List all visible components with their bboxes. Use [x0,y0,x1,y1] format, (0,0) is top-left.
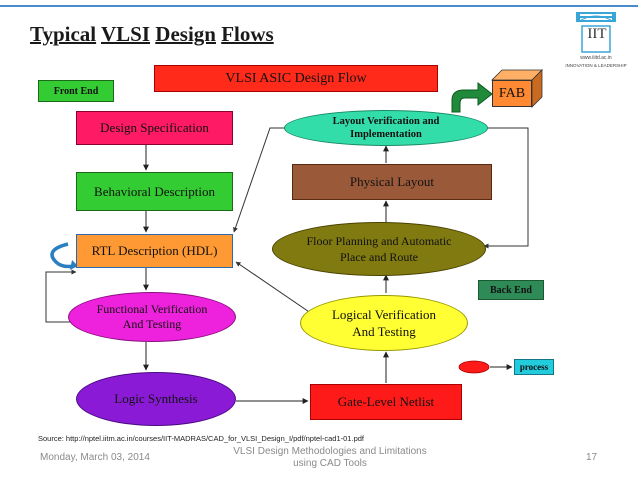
title-word-1: Typical [30,22,97,46]
iiit-logo: IIT www.iiitd.ac.in INNOVATION & LEADERS… [556,10,636,80]
arrow-logical-feedback [235,261,319,319]
title-word-3: Design [155,22,216,46]
rtl-loop-arrowhead-icon [70,260,78,270]
source-citation: Source: http://nptel.iitm.ac.in/courses/… [38,434,364,443]
label-back-end: Back End [478,280,544,300]
arrow-layout-feedback [233,127,284,233]
banner-vlsi-asic: VLSI ASIC Design Flow [154,65,438,92]
page-number: 17 [586,452,598,463]
node-functional-verification: Functional Verification And Testing [68,292,236,342]
title-word-2: VLSI [101,22,151,46]
node-design-specification: Design Specification [76,111,233,145]
logo-tagline: INNOVATION & LEADERSHIP [565,63,627,68]
node-behavioral-description: Behavioral Description [76,172,233,211]
rtl-loop-icon [50,242,75,269]
legend-process-box: process [514,359,554,375]
footer-date: Monday, March 03, 2014 [40,452,150,463]
legend-ellipse-icon [458,360,490,374]
arrow-functional-feedback [45,269,77,323]
arrow-layout-loop [483,127,529,249]
label-front-end: Front End [38,80,114,102]
title-word-4: Flows [221,22,274,46]
node-physical-layout: Physical Layout [292,164,492,200]
node-logic-synthesis: Logic Synthesis [76,372,236,426]
node-rtl-description: RTL Description (HDL) [76,234,233,268]
footer-title: VLSI Design Methodologies and Limitation… [210,446,450,470]
footer-title-line1: VLSI Design Methodologies and Limitation… [233,446,427,457]
top-rule [0,5,638,7]
node-layout-verification: Layout Verification and Implementation [284,110,488,146]
node-gate-level-netlist: Gate-Level Netlist [310,384,462,420]
to-fab-arrow-icon [451,81,493,113]
logo-url: www.iiitd.ac.in [580,55,612,61]
logo-text: IIT [587,26,607,42]
slide-title: Typical VLSI Design Flows [30,22,274,47]
node-logical-verification: Logical Verification And Testing [300,295,468,351]
logo-mark-icon [576,12,616,53]
fab-box: FAB [492,80,532,107]
node-floor-planning: Floor Planning and Automatic Place and R… [272,222,486,276]
footer-title-line2: using CAD Tools [293,458,367,469]
fab-side-face [531,69,543,108]
